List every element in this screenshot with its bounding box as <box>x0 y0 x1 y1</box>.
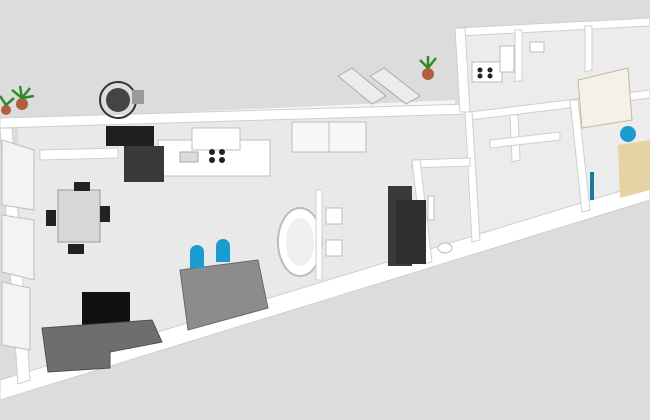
plants <box>0 56 437 115</box>
bed <box>577 67 633 129</box>
kitchen-tall-unit <box>191 127 241 151</box>
kitchen <box>106 126 271 182</box>
lounge-chairs <box>337 67 421 105</box>
bedroom <box>577 67 650 200</box>
dining-table <box>57 189 101 243</box>
chairs <box>46 182 110 254</box>
left-windows <box>1 139 35 351</box>
cooktop <box>209 149 225 163</box>
sofa <box>41 319 163 373</box>
top-windows <box>291 121 367 153</box>
island <box>179 259 269 331</box>
wood-floor <box>618 140 650 198</box>
balcony-furniture <box>99 67 421 119</box>
partition-walls <box>39 131 561 265</box>
stove <box>124 146 164 182</box>
living-room <box>41 292 163 373</box>
sink-2 <box>325 239 343 257</box>
island-area <box>179 239 269 331</box>
sink-1 <box>325 207 343 225</box>
cafe-table <box>99 81 144 119</box>
plant-3 <box>419 56 437 80</box>
vanity-divider <box>315 189 323 281</box>
sink <box>179 151 199 163</box>
tv <box>82 292 130 326</box>
plant-2 <box>0 95 15 115</box>
plant-1 <box>11 85 35 110</box>
wall-bottom <box>0 181 650 401</box>
toilet-area <box>427 195 453 254</box>
upper-kitchenette <box>471 41 545 83</box>
bath-area <box>277 189 343 281</box>
kitchen-upper-cabinet <box>106 126 154 146</box>
bedroom-window <box>590 172 594 200</box>
bar-stools <box>190 239 230 268</box>
dining-area <box>46 182 110 254</box>
wardrobe <box>388 186 426 266</box>
nightstand-stool <box>620 126 636 142</box>
